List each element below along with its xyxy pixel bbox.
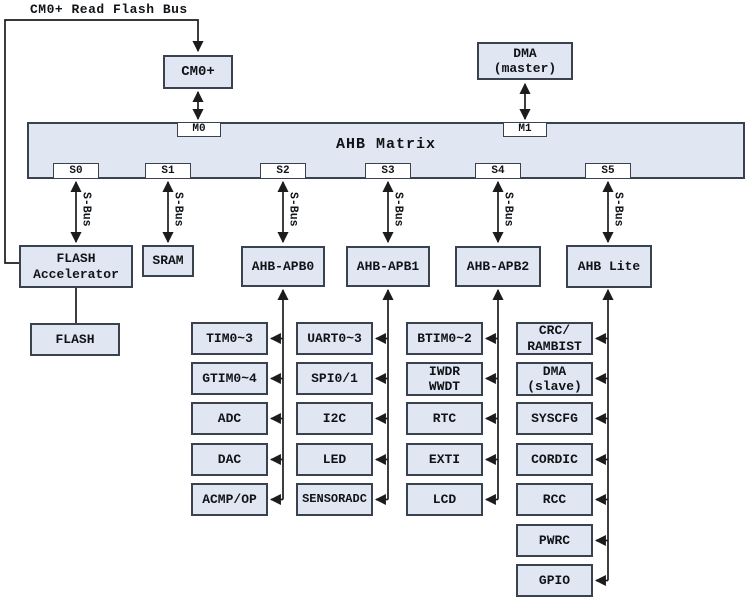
port-s1: S1 <box>145 163 191 179</box>
block-dma-master: DMA (master) <box>477 42 573 80</box>
block-iwdr-wwdt: IWDR WWDT <box>406 362 483 396</box>
top-note-label: CM0+ Read Flash Bus <box>30 2 188 17</box>
block-crc-rambist: CRC/ RAMBIST <box>516 322 593 355</box>
block-sram: SRAM <box>142 245 194 277</box>
apb0-peripheral-bus <box>269 288 289 506</box>
port-s2: S2 <box>260 163 306 179</box>
block-ahb-apb2: AHB-APB2 <box>455 246 541 287</box>
port-s4: S4 <box>475 163 521 179</box>
block-i2c: I2C <box>296 402 373 435</box>
block-led: LED <box>296 443 373 476</box>
block-adc: ADC <box>191 402 268 435</box>
block-gpio: GPIO <box>516 564 593 597</box>
flash-read-route <box>4 19 204 264</box>
block-rcc: RCC <box>516 483 593 516</box>
port-m0: M0 <box>177 122 221 137</box>
block-cm0: CM0+ <box>163 55 233 89</box>
block-spi0-1: SPI0/1 <box>296 362 373 395</box>
port-m1: M1 <box>503 122 547 137</box>
port-s0: S0 <box>53 163 99 179</box>
block-cordic: CORDIC <box>516 443 593 476</box>
apb2-peripheral-bus <box>484 288 504 506</box>
port-s5: S5 <box>585 163 631 179</box>
sbus-label-s2: S-Bus <box>286 192 300 227</box>
ahb-lite-peripheral-bus <box>594 288 614 587</box>
port-s3: S3 <box>365 163 411 179</box>
block-dma-slave: DMA (slave) <box>516 362 593 396</box>
block-ahb-lite: AHB Lite <box>566 245 652 288</box>
block-sensoradc: SENSORADC <box>296 483 373 516</box>
block-ahb-apb1: AHB-APB1 <box>346 246 430 287</box>
block-dac: DAC <box>191 443 268 476</box>
sbus-label-s1: S-Bus <box>171 192 185 227</box>
sbus-label-s5: S-Bus <box>611 192 625 227</box>
ahb-matrix-label: AHB Matrix <box>335 136 436 153</box>
block-gtim0-4: GTIM0~4 <box>191 362 268 395</box>
sbus-label-s0: S-Bus <box>79 192 93 227</box>
block-flash-accelerator: FLASH Accelerator <box>19 245 133 288</box>
block-rtc: RTC <box>406 402 483 435</box>
sbus-links <box>70 180 614 244</box>
block-tim0-3: TIM0~3 <box>191 322 268 355</box>
sbus-label-s4: S-Bus <box>501 192 515 227</box>
apb1-peripheral-bus <box>374 288 394 506</box>
block-ahb-apb0: AHB-APB0 <box>241 246 325 287</box>
block-syscfg: SYSCFG <box>516 402 593 435</box>
block-flash: FLASH <box>30 323 120 356</box>
block-pwrc: PWRC <box>516 524 593 557</box>
block-acmp-op: ACMP/OP <box>191 483 268 516</box>
sbus-label-s3: S-Bus <box>391 192 405 227</box>
block-uart0-3: UART0~3 <box>296 322 373 355</box>
block-btim0-2: BTIM0~2 <box>406 322 483 355</box>
block-exti: EXTI <box>406 443 483 476</box>
block-lcd: LCD <box>406 483 483 516</box>
